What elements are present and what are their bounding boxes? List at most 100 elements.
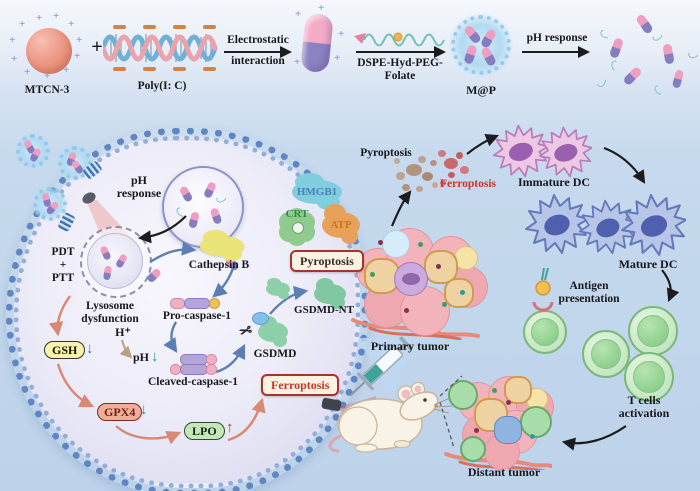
- lysosome-dysfunction-label: Lysosome dysfunction: [64, 300, 156, 326]
- red-dot: [436, 264, 441, 269]
- red-dot: [404, 308, 409, 313]
- cleaved-caspase-label: Cleaved-caspase-1: [147, 376, 239, 388]
- mouse: [328, 381, 453, 453]
- polymer-squiggle: [598, 28, 613, 40]
- hmgb1-cloud: HMGB1: [292, 172, 342, 210]
- mature-dc-cell: [621, 194, 686, 256]
- charge-plus: +: [295, 8, 302, 20]
- lpo-box: LPO: [184, 422, 225, 440]
- lysosome: [80, 226, 152, 298]
- pdt-plus: +: [59, 258, 67, 271]
- lysosome-core: [87, 233, 143, 289]
- debris-dot-red: [438, 150, 446, 157]
- debris-dot: [406, 164, 422, 176]
- hmgb1-label: HMGB1: [296, 185, 338, 198]
- atp-label: ATP: [330, 218, 352, 231]
- ph-response-line1: pH: [130, 173, 147, 187]
- gsdmd-nt-fragment: [266, 277, 290, 300]
- mp-nanoparticle: [448, 12, 514, 78]
- mtcn3-sphere: [26, 28, 72, 74]
- charge-plus: +: [19, 18, 26, 30]
- debris-dot-red: [448, 172, 455, 178]
- syringe: [349, 335, 412, 397]
- mature-dc-cell: [525, 194, 588, 254]
- charge-plus: +: [63, 64, 70, 76]
- atp-cloud: ATP: [322, 204, 360, 245]
- infiltrating-t-cell: [520, 406, 552, 438]
- red-dot: [506, 400, 511, 405]
- polyic-label: Poly(I: C): [137, 80, 187, 92]
- electrostatic-label-1: Electrostatic: [227, 34, 289, 46]
- tumor-cell-blue: [494, 416, 522, 444]
- pro-caspase-label: Pro-caspase-1: [162, 310, 232, 322]
- charge-plus: +: [53, 10, 60, 22]
- pdt-ptt-label: PDT + PTT: [44, 246, 82, 285]
- lyso-line1: Lysosome: [86, 300, 134, 312]
- gsdmd-label: GSDMD: [253, 348, 297, 360]
- pdt-line: PDT: [51, 246, 75, 258]
- green-dot: [418, 242, 423, 247]
- tcells-line1: T cells: [627, 393, 661, 407]
- charge-plus: +: [338, 28, 345, 40]
- t-cell: [523, 310, 567, 354]
- immature-dc-cell: [492, 124, 548, 178]
- dspe-polymer-icon: [354, 32, 445, 47]
- capsule: [209, 207, 223, 225]
- green-dot: [442, 302, 447, 307]
- infiltrating-t-cell: [460, 436, 486, 462]
- t-cell: [624, 352, 674, 402]
- gpx4-box: GPX4: [97, 403, 143, 421]
- ph-response-arrow-label: pH response: [526, 32, 588, 44]
- debris-dot-red: [456, 152, 463, 159]
- tumor-cell-purple: [394, 262, 428, 296]
- charge-plus: +: [36, 12, 43, 24]
- ph-response-cell-label: pH response: [106, 173, 172, 201]
- capsule: [99, 245, 112, 261]
- plus-join: +: [91, 36, 103, 58]
- polyic-dna: [103, 25, 218, 71]
- dspe-label-1: DSPE-Hyd-PEG-: [357, 57, 443, 69]
- polymer-squiggle: [174, 205, 189, 219]
- mp-capsule: [300, 12, 334, 74]
- debris-dot: [402, 184, 410, 191]
- charge-plus: +: [44, 70, 51, 82]
- capsule: [70, 159, 85, 175]
- distant-tumor-label: Distant tumor: [467, 465, 541, 479]
- capsule: [480, 45, 497, 68]
- primary-tumor-label: Primary tumor: [370, 339, 450, 353]
- gsh-box: GSH: [44, 341, 86, 359]
- tumor-cell-blue: [382, 230, 410, 258]
- gsdmd-nt-pore: [314, 278, 346, 309]
- electrostatic-label-2: interaction: [231, 55, 285, 67]
- charge-plus: +: [76, 34, 83, 46]
- capsule: [114, 253, 129, 269]
- red-dot: [474, 428, 479, 433]
- capsule: [479, 28, 498, 49]
- debris-dot: [416, 186, 423, 192]
- h-plus-label: H⁺: [115, 325, 131, 339]
- crt-flower: [284, 214, 310, 240]
- gsdmd-nt-label: GSDMD-NT: [294, 304, 354, 316]
- debris-dot: [430, 160, 437, 166]
- cathepsin-b-label: Cathepsin B: [188, 259, 250, 271]
- cleaved-caspase-icon: [206, 364, 217, 375]
- t-cells-activation-label: T cells activation: [606, 393, 682, 421]
- antigen-line2: presentation: [558, 292, 620, 305]
- immature-dc-cell: [538, 126, 592, 178]
- mature-dc-cell: [578, 199, 636, 255]
- polymer-squiggle: [652, 83, 667, 97]
- t-cell: [628, 306, 678, 356]
- green-dot: [492, 388, 497, 393]
- capsule: [202, 181, 218, 199]
- released-capsule: [622, 65, 643, 87]
- mature-dc-label: Mature DC: [618, 257, 678, 271]
- pro-caspase-ball: [209, 298, 220, 309]
- tcells-line2: activation: [618, 406, 670, 421]
- polymer-squiggle: [214, 191, 229, 205]
- pyroptosis-box: Pyroptosis: [290, 250, 364, 272]
- released-capsule: [635, 13, 654, 35]
- debris-dot: [418, 156, 426, 163]
- teal-dot: [530, 434, 535, 439]
- debris-dot: [394, 158, 400, 164]
- polymer-squiggle: [650, 29, 665, 43]
